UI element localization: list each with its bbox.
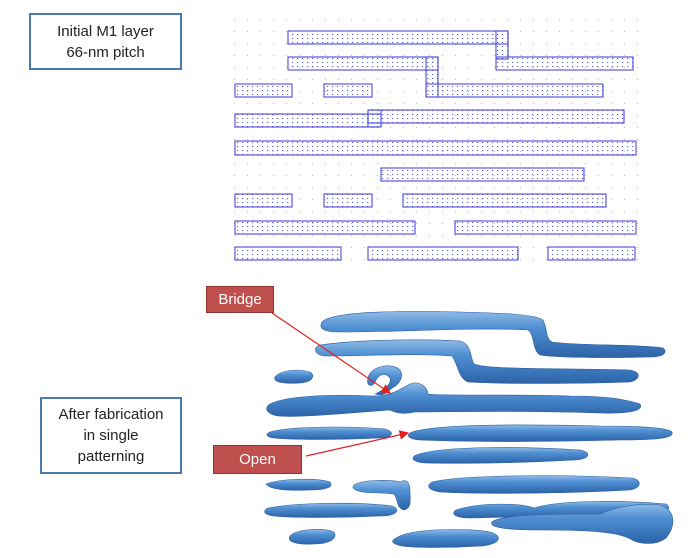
metal-line [266,426,392,440]
after-caption-line2: in single [83,427,139,444]
metal-line [265,478,332,491]
after-caption-line1: After fabrication [58,406,164,423]
m1-wire [323,193,373,208]
open-label: Open [239,451,276,468]
m1-wire [323,83,373,98]
metal-line [412,447,588,464]
after-caption-line3: patterning [77,448,145,465]
metal-line [367,365,402,396]
bridge-arrow [271,312,391,394]
m1-wire [454,220,637,235]
m1-wire [234,140,637,156]
m1-wire [234,83,293,98]
after-fabrication-caption: After fabrication in single patterning [40,397,182,474]
metal-line [491,503,674,544]
metal-line [392,529,499,548]
m1-wire [234,220,416,235]
metal-line [315,339,639,384]
m1-wire [380,167,585,182]
initial-layer-caption: Initial M1 layer 66-nm pitch [29,13,182,70]
initial-m1-layout [228,12,642,264]
initial-caption-line1: Initial M1 layer [57,22,154,40]
metal-line [428,475,640,494]
m1-wire [495,56,634,71]
fabricated-lines [264,311,674,548]
metal-line [320,311,666,358]
m1-wire [367,246,519,261]
m1-wire [367,109,625,124]
m1-wire [402,193,607,208]
metal-line [288,529,336,545]
layout-wires [234,30,637,261]
open-callout: Open [213,445,302,474]
metal-line [274,369,313,384]
m1-wire [234,193,293,208]
metal-line [352,480,411,511]
open-arrow [305,430,410,457]
metal-line [407,424,673,442]
m1-wire [547,246,636,261]
initial-caption-line2: 66-nm pitch [66,43,145,61]
bridge-label: Bridge [218,291,262,308]
metal-line [264,502,398,518]
bridge-callout: Bridge [206,286,274,313]
metal-line [266,382,642,417]
m1-wire [234,246,342,261]
m1-wire [425,83,604,98]
